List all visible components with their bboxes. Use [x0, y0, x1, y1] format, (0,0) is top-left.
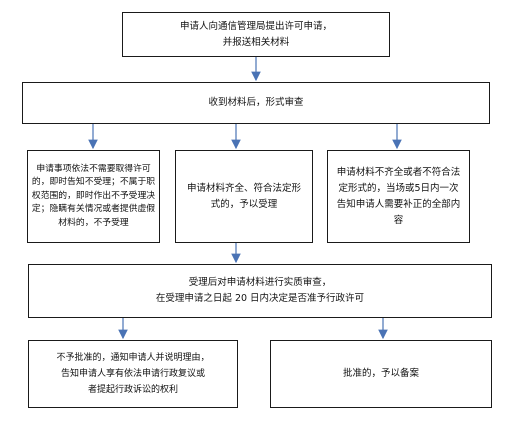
step-accept-text: 申请材料齐全、符合法定形式的，予以受理 — [186, 182, 301, 210]
step-deny: 不予批准的，通知申请人并说明理由， 告知申请人享有依法申请行政复议或 者提起行政… — [28, 340, 238, 408]
step-receive-text: 收到材料后，形式审查 — [208, 97, 304, 108]
step-apply: 申请人向通信管理局提出许可申请， 并报送相关材料 — [122, 12, 390, 57]
step-apply-text: 申请人向通信管理局提出许可申请， 并报送相关材料 — [179, 20, 332, 48]
step-incomplete-text: 申请材料不齐全或者不符合法定形式的，当场或5日内一次告知申请人需要补正的全部内容 — [336, 166, 461, 226]
step-review-text: 受理后对申请材料进行实质审查， 在受理申请之日起 20 日内决定是否准予行政许可 — [155, 277, 365, 304]
step-accept: 申请材料齐全、符合法定形式的，予以受理 — [175, 150, 313, 243]
step-reject-scope: 申请事项依法不需要取得许可的，即时告知不受理；不属于职权范围的，即时作出不予受理… — [27, 150, 160, 243]
step-incomplete: 申请材料不齐全或者不符合法定形式的，当场或5日内一次告知申请人需要补正的全部内容 — [327, 150, 470, 243]
step-deny-text: 不予批准的，通知申请人并说明理由， 告知申请人享有依法申请行政复议或 者提起行政… — [56, 353, 210, 395]
step-review: 受理后对申请材料进行实质审查， 在受理申请之日起 20 日内决定是否准予行政许可 — [28, 264, 492, 318]
step-approve-text: 批准的，予以备案 — [342, 368, 419, 379]
step-reject-scope-text: 申请事项依法不需要取得许可的，即时告知不受理；不属于职权范围的，即时作出不予受理… — [31, 163, 156, 228]
step-approve: 批准的，予以备案 — [270, 340, 492, 408]
step-receive: 收到材料后，形式审查 — [22, 82, 490, 124]
